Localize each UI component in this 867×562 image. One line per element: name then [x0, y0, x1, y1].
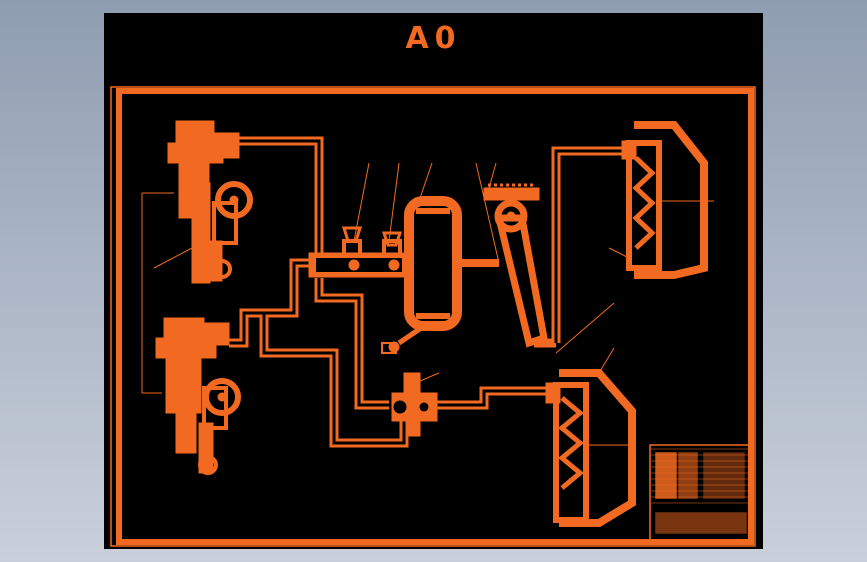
pressure-regulator-valve [391, 372, 440, 437]
sheet-format-label: A0 [405, 21, 462, 56]
vacuum-booster [353, 162, 499, 353]
title-block [649, 444, 751, 541]
line-booster-to-front-right [551, 146, 629, 343]
sheet-outer-border [110, 86, 756, 547]
brake-caliper-rear-right [142, 317, 241, 475]
fluid-reservoir [381, 342, 397, 354]
sheet-inner-border [116, 88, 754, 545]
brake-caliper-rear-left [141, 120, 253, 393]
brake-drum-front-bottom [545, 302, 636, 527]
brake-drum-front-right [608, 121, 714, 279]
master-cylinder [308, 226, 410, 278]
brake-pedal [475, 162, 548, 348]
drawing-viewport[interactable]: A0 [104, 13, 763, 549]
brake-system-drawing [110, 86, 756, 547]
line-valve-to-front-drum [434, 386, 554, 410]
